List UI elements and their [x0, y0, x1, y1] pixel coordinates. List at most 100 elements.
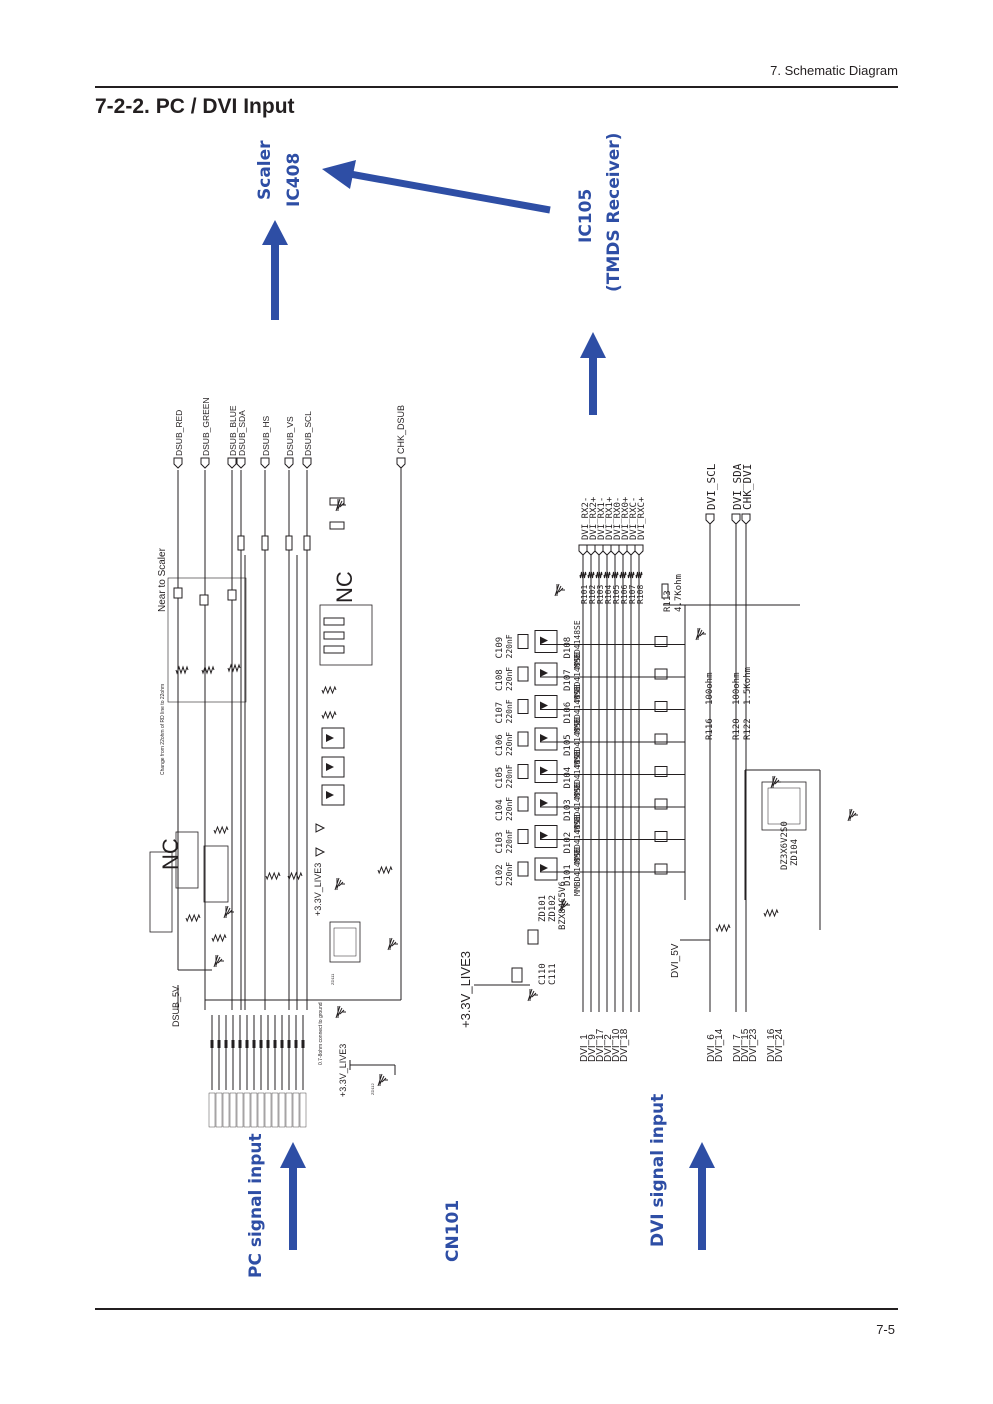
zener-icon — [315, 823, 326, 833]
ground-icon — [334, 877, 345, 891]
dsub-resistor — [265, 871, 281, 881]
dvi-rx-output-label: DVI_RX1+ — [605, 496, 615, 540]
dvi-rx-output-port — [578, 544, 588, 556]
dsub-pin-marker — [217, 1040, 221, 1048]
dsub-cap — [173, 587, 183, 599]
footer-rule — [95, 1308, 898, 1310]
dsub-resistor — [185, 913, 201, 923]
dvi-diode-label: D105 — [563, 734, 573, 756]
dvi-rx-output-port — [626, 544, 636, 556]
dvi-cap-value: 220nF — [505, 829, 514, 853]
nc-cap — [323, 617, 345, 626]
pc-signal-input-label: PC signal input — [246, 1133, 266, 1278]
nc-label-left: NC — [158, 838, 183, 870]
ground-icon — [387, 937, 398, 951]
dvi-resistor — [627, 571, 635, 579]
diode-icon — [540, 636, 548, 645]
dvi-resistor — [579, 571, 587, 579]
dsub-cap — [199, 594, 209, 606]
dvi-cap — [517, 829, 529, 844]
dsub-resistor — [211, 933, 227, 943]
dvi-cap — [517, 731, 529, 747]
arrow-dvi-signal-head — [689, 1142, 715, 1168]
zd101-label: ZD101 — [538, 895, 548, 922]
dsub-pin-marker — [238, 1040, 242, 1048]
dvi-resistor-label: R106 — [620, 585, 629, 604]
dvi-ctrl-output-label: DVI_SCL — [705, 463, 718, 510]
dsub-series-resistor — [303, 535, 311, 551]
ground-icon — [335, 498, 346, 512]
dvi-input-label: DVI_6 — [706, 1034, 717, 1062]
r118-resistor — [715, 923, 731, 933]
dvi-rx-output-port — [586, 544, 596, 556]
tmds-receiver-label: (TMDS Receiver) — [604, 133, 624, 292]
dsub-output-label: DSUB_GREEN — [201, 397, 211, 456]
dsub-output-port — [302, 457, 312, 469]
dsub-pin-label-box — [299, 1092, 307, 1128]
ground-icon — [377, 1073, 388, 1087]
power-3v3-dvi: +3.3V_LIVE3 — [458, 951, 473, 1028]
zd112-label: ZD112 — [370, 1083, 375, 1095]
dsub-pin-label-box — [257, 1092, 265, 1128]
r122-label: R122 — [743, 718, 753, 740]
c110-label: C110 — [538, 963, 548, 985]
nc-cap — [323, 645, 345, 654]
r116-label: R116 — [705, 718, 715, 740]
dsub-resistor — [175, 665, 189, 675]
chk-dsub-label: CHK_DSUB — [396, 405, 406, 454]
dvi-cap — [517, 796, 529, 812]
dvi-resistor — [635, 571, 643, 579]
diode-icon — [540, 766, 548, 775]
dsub-resistor — [377, 865, 393, 875]
dsub-pin-label-box — [229, 1092, 237, 1128]
dsub-pin-marker — [273, 1040, 277, 1048]
section-title: 7-2-2. PC / DVI Input — [95, 95, 295, 118]
power-3v3-zd112: +3.3V_LIVE3 — [338, 1044, 348, 1097]
dsub-pin-marker — [231, 1040, 235, 1048]
dsub-resistor — [321, 685, 337, 695]
dsub-series-resistor — [285, 535, 293, 551]
ground-icon — [213, 954, 224, 968]
dvi-cap-value: 220nF — [505, 634, 514, 658]
ground-icon — [559, 898, 570, 912]
dvi-cap-value: 220nF — [505, 797, 514, 821]
dsub-resistor — [213, 825, 229, 835]
diode-icon — [326, 791, 334, 799]
ground-icon — [527, 988, 538, 1002]
dsub-pin-marker — [245, 1040, 249, 1048]
dvi-ctrl-output-port — [731, 513, 741, 525]
dvi-zener — [654, 831, 668, 842]
diode-icon — [540, 669, 548, 677]
dvi-cap-label: C106 — [495, 734, 505, 756]
dvi-diode-label: D103 — [563, 799, 573, 821]
dvi-input-label: DVI_2 — [603, 1034, 614, 1062]
dvi-input-label: DVI_16 — [766, 1028, 777, 1062]
scaler-label: Scaler — [255, 140, 275, 200]
dvi-rx-output-label: DVI_RX0+ — [621, 496, 631, 540]
c111-label: C111 — [548, 963, 558, 985]
near-to-scaler-label: Near to Scaler — [157, 547, 168, 612]
diode-icon — [540, 831, 548, 840]
dvi-cap-label: C104 — [495, 799, 505, 821]
dvi-cap — [517, 666, 529, 682]
dvi-resistor — [611, 571, 619, 579]
dsub-pin-marker — [259, 1040, 263, 1048]
dvi-cap-value: 220nF — [505, 667, 514, 691]
dvi-cap — [517, 861, 529, 877]
dsub-pin-label-box — [292, 1092, 300, 1128]
dvi-cap-label: C105 — [495, 767, 505, 789]
dvi-resistor — [595, 571, 603, 579]
r120-label: R120 — [732, 718, 742, 740]
diode-icon — [540, 734, 548, 742]
dvi-cap-label: C103 — [495, 832, 505, 854]
dvi-resistor-label: R103 — [596, 585, 605, 604]
dsub-output-label: DSUB_BLUE — [228, 405, 238, 456]
dvi-input-label: DVI_18 — [619, 1028, 630, 1062]
dsub-resistor — [321, 710, 337, 720]
dvi-input-label: DVI_14 — [714, 1028, 725, 1062]
dvi-input-label: DVI_24 — [774, 1028, 785, 1062]
change-note: Change from 22ohm of RD line to 22ohm — [160, 684, 166, 775]
dvi-rx-output-label: DVI_RX0- — [613, 497, 623, 540]
dsub-output-port — [227, 457, 237, 469]
